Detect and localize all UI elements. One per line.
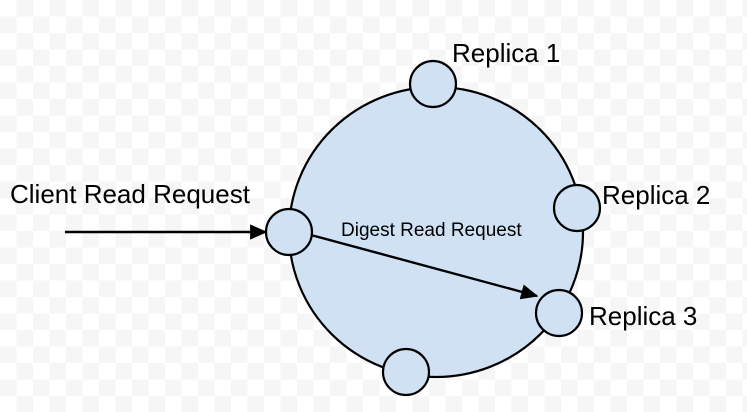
node-replica-bottom[interactable] [381, 347, 431, 397]
node-coordinator[interactable] [264, 207, 314, 257]
replica-1-label: Replica 1 [452, 38, 560, 68]
node-replica-1[interactable] [408, 59, 458, 109]
replica-3-label: Replica 3 [589, 301, 697, 331]
client-read-request-label: Client Read Request [10, 179, 251, 209]
digest-read-request-label: Digest Read Request [341, 220, 522, 241]
node-replica-2[interactable] [552, 183, 602, 233]
replica-2-label: Replica 2 [602, 180, 710, 210]
node-replica-3[interactable] [534, 288, 584, 338]
digest-read-request-arrow [310, 233, 539, 300]
